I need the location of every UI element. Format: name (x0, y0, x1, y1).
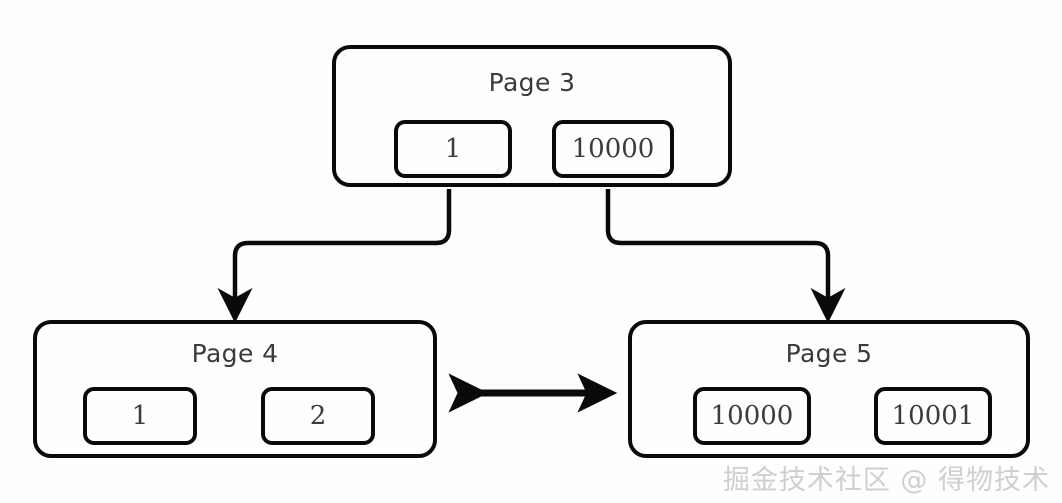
connector-page3-to-page5 (605, 189, 846, 324)
page-node-page-3[interactable]: Page 3 1 10000 (332, 45, 732, 187)
page-5-cell-0-value: 10000 (710, 401, 794, 431)
watermark-text: 掘金技术社区 @ 得物技术 (722, 465, 1050, 496)
page-4-cell-1[interactable]: 2 (261, 387, 375, 445)
page-4-cell-0[interactable]: 1 (83, 387, 197, 445)
page-3-cell-1[interactable]: 10000 (552, 120, 674, 178)
page-title-page-4: Page 4 (191, 339, 279, 368)
page-4-cell-1-value: 2 (309, 401, 327, 431)
page-5-cell-1[interactable]: 10001 (874, 387, 992, 445)
connector-page3-to-page4 (217, 189, 452, 324)
page-5-cell-1-value: 10001 (891, 401, 975, 431)
page-3-cell-0-value: 1 (444, 134, 462, 164)
page-3-cell-0[interactable]: 1 (394, 120, 512, 178)
page-title-page-5: Page 5 (785, 339, 873, 368)
page-title-page-3: Page 3 (488, 68, 576, 97)
page-5-cell-0[interactable]: 10000 (693, 387, 811, 445)
page-node-page-4[interactable]: Page 4 1 2 (33, 320, 437, 458)
page-3-cell-1-value: 10000 (571, 134, 655, 164)
page-4-cell-0-value: 1 (131, 401, 149, 431)
page-node-page-5[interactable]: Page 5 10000 10001 (628, 320, 1030, 458)
